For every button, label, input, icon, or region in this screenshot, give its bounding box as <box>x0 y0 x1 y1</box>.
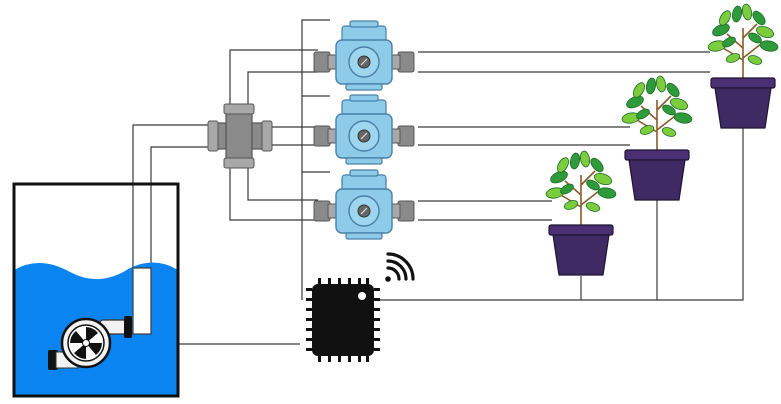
submersible-pump <box>48 316 132 370</box>
valve-control-wires <box>301 19 330 300</box>
pump-valve-3 <box>313 169 415 240</box>
pipe-manifold <box>207 103 273 169</box>
microcontroller-chip <box>306 278 380 362</box>
sensor-wires <box>380 128 744 301</box>
pump-valve-1 <box>313 20 415 91</box>
pipes <box>132 49 710 330</box>
wifi-icon <box>385 252 415 282</box>
pump-valve-2 <box>313 94 415 165</box>
potted-plant-1 <box>706 2 780 129</box>
potted-plant-2 <box>620 74 694 201</box>
riser-pipe <box>132 267 152 335</box>
potted-plant-3 <box>544 149 618 276</box>
